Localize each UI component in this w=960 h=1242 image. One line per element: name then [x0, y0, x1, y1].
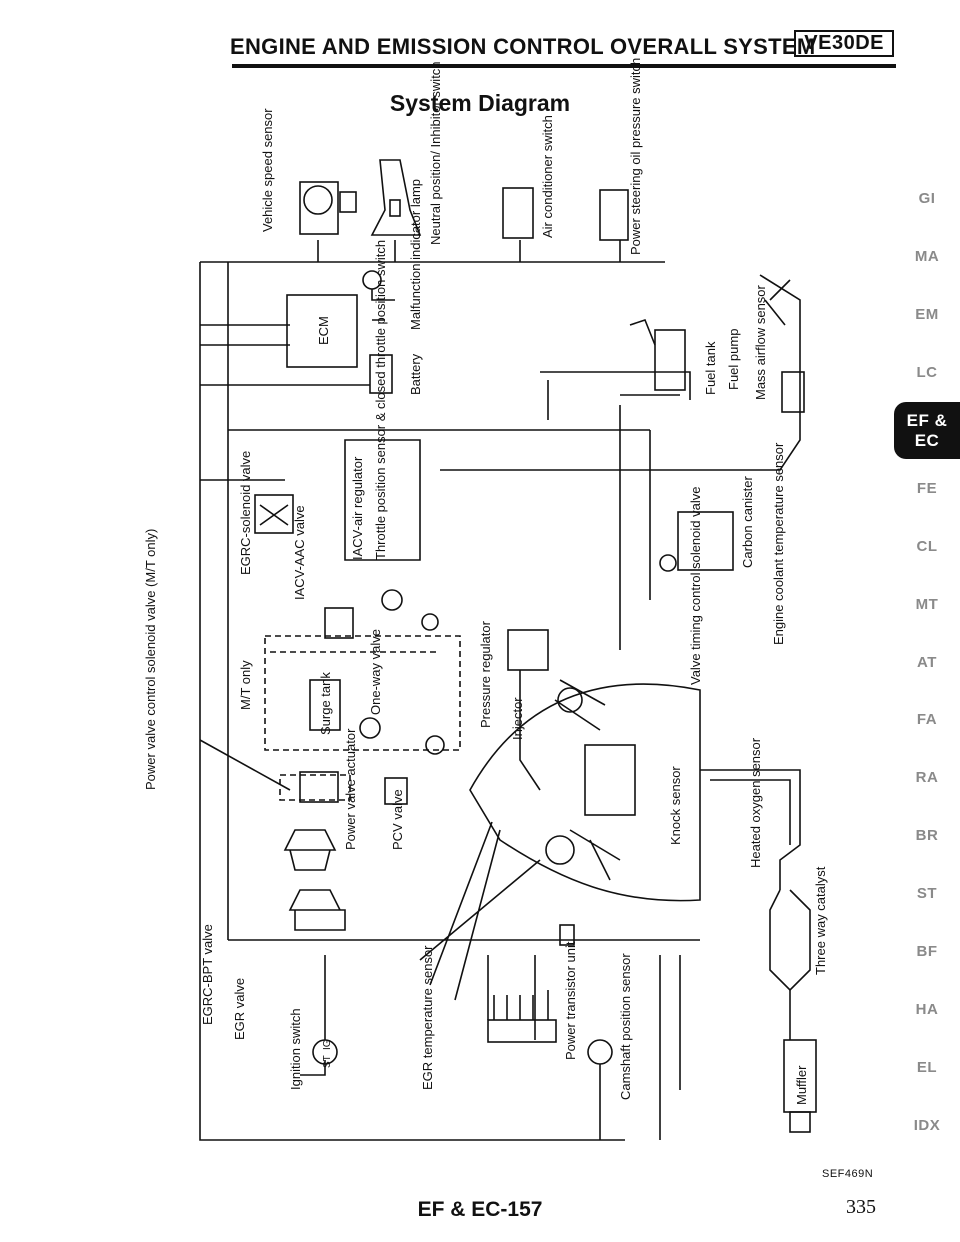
engine-block: [469, 683, 701, 902]
section-tab-active-line: EF &: [906, 410, 948, 430]
label-knock-sensor: Knock sensor: [668, 766, 683, 845]
ignition-switch-shape: [312, 1039, 338, 1065]
section-tab-ef-ec[interactable]: EF &EC: [894, 401, 960, 460]
label-one-way-valve: One-way valve: [368, 629, 383, 715]
section-tab-idx[interactable]: IDX: [913, 1116, 941, 1134]
egrc-solenoid-box: [254, 494, 294, 534]
pressure-regulator-box: [507, 629, 549, 671]
label-iacv-air: IACV-air regulator: [350, 456, 365, 560]
page-header: ENGINE AND EMISSION CONTROL OVERALL SYST…: [230, 30, 894, 64]
label-power-transistor: Power transistor unit: [563, 941, 578, 1060]
section-tab-gi[interactable]: GI: [918, 190, 936, 208]
surge-tank-dashed: [264, 635, 461, 801]
diagram-title: System Diagram: [389, 90, 571, 116]
surge-tank-box: [309, 679, 341, 731]
harness-frame: [199, 261, 665, 1141]
label-pressure-regulator: Pressure regulator: [478, 620, 493, 728]
iacv-aac-box: [324, 607, 354, 639]
section-tab-bf[interactable]: BF: [916, 943, 938, 961]
header-rule: [232, 64, 896, 68]
label-injector: Injector: [510, 697, 525, 740]
three-way-catalyst: [769, 889, 811, 992]
section-tab-at[interactable]: AT: [917, 653, 937, 671]
section-tab-mt[interactable]: MT: [915, 595, 939, 613]
model-tag: VE30DE: [794, 30, 894, 57]
header-title: ENGINE AND EMISSION CONTROL OVERALL SYST…: [230, 34, 816, 59]
egr-valve: [288, 889, 346, 931]
section-tab-cl[interactable]: CL: [916, 537, 938, 555]
page-number: 335: [846, 1196, 876, 1218]
exhaust-pipe: [700, 769, 801, 890]
label-fuel-tank: Fuel tank: [703, 341, 718, 395]
label-battery: Battery: [408, 353, 423, 395]
section-tab-fa[interactable]: FA: [916, 711, 938, 729]
section-tab-ha[interactable]: HA: [915, 1000, 939, 1018]
label-power-valve-actuator: Power valve actuator: [343, 728, 358, 850]
power-transistor-box: [487, 1019, 557, 1043]
fuel-lines: [540, 371, 691, 650]
ac-switch-box: [502, 187, 534, 239]
label-vehicle-speed-sensor: Vehicle speed sensor: [260, 108, 275, 232]
section-tab-el[interactable]: EL: [916, 1058, 938, 1076]
label-neutral-switch: Neutral position/ Inhibitor switch: [428, 61, 443, 245]
label-ig: IG: [322, 1039, 333, 1050]
egrc-bpt-valve: [283, 829, 337, 871]
label-ignition-switch: Ignition switch: [288, 1008, 303, 1090]
label-coolant-sensor: Engine coolant temperature sensor: [771, 442, 786, 645]
label-egrc-solenoid: EGRC-solenoid valve: [238, 451, 253, 575]
figure-code: SEF469N: [822, 1168, 874, 1180]
label-egr-temp: EGR temperature sensor: [420, 945, 435, 1090]
section-tab-nav: GI MA EM LC EF &EC FE CL MT AT FA RA BR ST BF HA EL IDX: [894, 170, 960, 1154]
label-throttle: Throttle position sensor & closed thrott…: [373, 240, 388, 560]
label-mil: Malfunction indicator lamp: [408, 179, 423, 330]
section-tab-em[interactable]: EM: [915, 306, 939, 324]
air-duct: [440, 274, 801, 471]
label-maf: Mass airflow sensor: [753, 284, 768, 400]
label-surge-tank: Surge tank: [318, 672, 333, 735]
label-st: ST: [322, 1055, 333, 1068]
knock-sensor-box: [584, 744, 636, 816]
neutral-switch-shape: [370, 159, 422, 236]
section-tab-br[interactable]: BR: [915, 827, 939, 845]
ecm-box: [286, 294, 358, 368]
pcv-valve-box: [384, 777, 408, 805]
label-heated-oxygen: Heated oxygen sensor: [748, 737, 763, 868]
maf-sensor-box: [781, 371, 805, 413]
section-tab-lc[interactable]: LC: [916, 364, 938, 382]
label-valve-timing: Valve timing control solenoid valve: [688, 487, 703, 685]
power-valve-solenoid-box: [299, 771, 339, 803]
label-power-valve-solenoid: Power valve control solenoid valve (M/T …: [143, 529, 158, 790]
label-catalyst: Three way catalyst: [813, 866, 828, 975]
label-ecm: ECM: [316, 316, 331, 345]
section-tab-active-line: EC: [914, 430, 940, 450]
section-tab-fe[interactable]: FE: [916, 479, 938, 497]
label-camshaft: Camshaft position sensor: [618, 953, 633, 1100]
label-carbon-canister: Carbon canister: [740, 476, 755, 568]
label-iacv-aac: IACV-AAC valve: [292, 505, 307, 600]
label-ac-switch: Air conditioner switch: [540, 115, 555, 238]
label-pcv-valve: PCV valve: [390, 789, 405, 850]
section-tab-st[interactable]: ST: [916, 885, 938, 903]
vehicle-speed-sensor-box: [299, 181, 339, 235]
section-tab-ma[interactable]: MA: [914, 248, 940, 266]
label-egrc-bpt: EGRC-BPT valve: [200, 924, 215, 1025]
footer-section-page: EF & EC-157: [417, 1198, 543, 1221]
fuel-tank-box: [654, 329, 686, 391]
battery-box: [369, 354, 393, 394]
carbon-canister-box: [677, 511, 734, 571]
camshaft-sensor-shape: [587, 1039, 613, 1065]
label-egr-valve: EGR valve: [232, 978, 247, 1040]
label-mt-only: M/T only: [238, 660, 253, 710]
ps-switch-box: [599, 189, 629, 241]
one-way-valve-shape: [359, 717, 381, 739]
throttle-body: [344, 439, 421, 561]
label-fuel-pump: Fuel pump: [726, 329, 741, 390]
label-ps-switch: Power steering oil pressure switch: [628, 58, 643, 255]
label-muffler: Muffler: [794, 1065, 809, 1105]
harness-top-branches: [317, 240, 621, 262]
section-tab-ra[interactable]: RA: [915, 769, 939, 787]
